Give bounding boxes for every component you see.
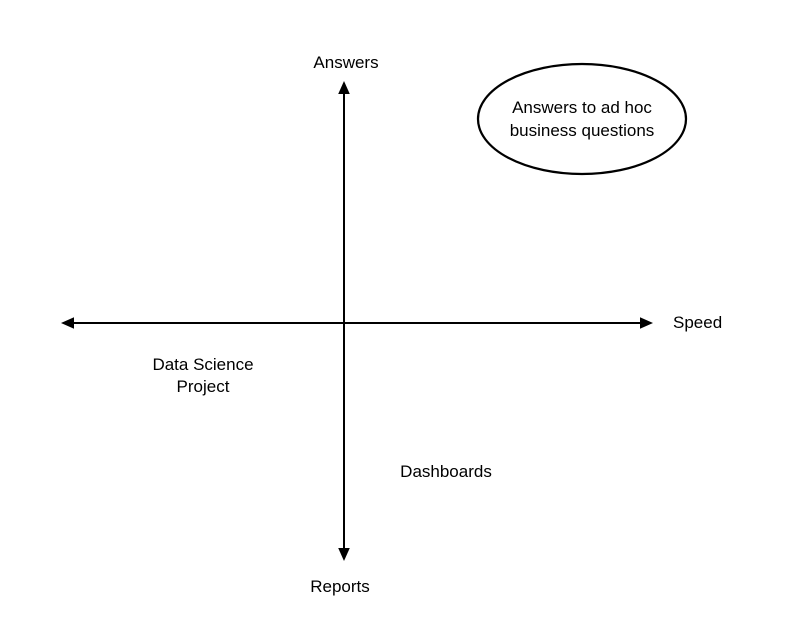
up-arrowhead-icon bbox=[338, 81, 350, 94]
axis-label-answers: Answers bbox=[313, 53, 379, 72]
axis-label-speed: Speed bbox=[673, 313, 723, 332]
quadrant-label-data-science-project: Data Science Project bbox=[152, 355, 254, 396]
axis-label-reports: Reports bbox=[310, 577, 370, 596]
down-arrowhead-icon bbox=[338, 548, 350, 561]
left-arrowhead-icon bbox=[61, 317, 74, 329]
quadrant-label-dashboards: Dashboards bbox=[400, 462, 492, 481]
right-arrowhead-icon bbox=[640, 317, 653, 329]
callout-ellipse-outline bbox=[476, 62, 688, 176]
callout-ellipse-label: Answers to ad hoc business questions bbox=[509, 98, 655, 140]
